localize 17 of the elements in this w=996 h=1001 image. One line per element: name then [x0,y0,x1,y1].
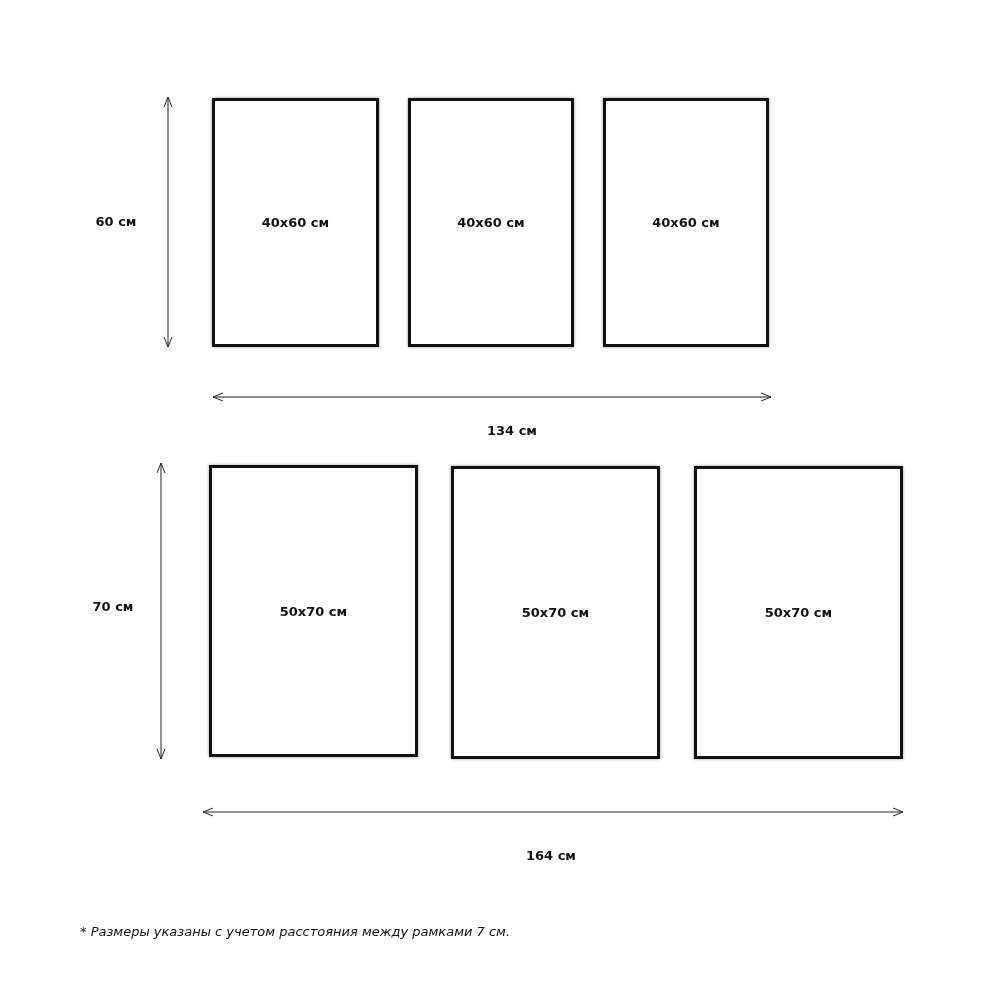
frame-size-label: 40x60 см [457,215,525,230]
dimension-label: 70 см [92,598,134,614]
picture-frame [212,98,379,347]
dimension-label: 134 см [487,422,537,438]
footnote: * Размеры указаны с учетом расстояния между рамками 7 см. [80,924,511,939]
frame-size-label: 50x70 см [764,605,833,620]
picture-frame [408,98,574,347]
frame-size-label: 40x60 см [261,215,330,230]
picture-frame [451,466,660,759]
picture-frame [209,465,418,757]
picture-frame [694,466,903,759]
dimension-label: 60 см [95,213,137,229]
dimension-label: 164 см [526,847,576,863]
frame-size-label: 50x70 см [279,603,348,619]
picture-frame [603,98,769,347]
frame-size-label: 50x70 см [521,605,590,620]
frame-size-label: 40x60 см [652,215,720,230]
